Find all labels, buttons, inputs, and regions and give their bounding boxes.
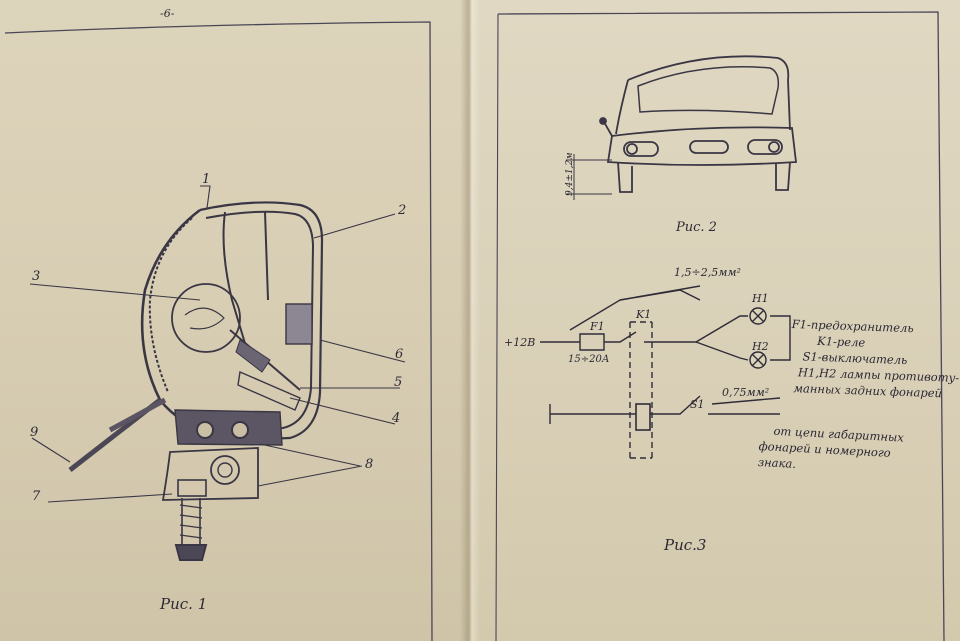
source-note: от цепи габаритных фонарей и номерного з… <box>757 422 905 477</box>
callout-2: 2 <box>397 203 406 218</box>
page-number: -6- <box>160 7 175 20</box>
fuse-label: F1 <box>589 320 605 333</box>
fuse-rating: 15÷20А <box>568 354 609 365</box>
fig2-car-drawing <box>599 55 798 193</box>
fig3-lamps <box>749 307 767 369</box>
fig2-dimension <box>566 154 612 200</box>
left-frame <box>4 21 433 641</box>
page-fold <box>460 0 480 641</box>
wire-small-label: 0,75мм² <box>722 386 769 399</box>
fig2-dimension-label: 9,4±1,2м <box>565 152 575 196</box>
callout-9: 9 <box>30 425 38 440</box>
lamp2-label: H2 <box>751 340 769 353</box>
wire-main-label: 1,5÷2,5мм² <box>674 266 741 279</box>
callout-6: 6 <box>395 347 403 362</box>
right-frame <box>497 11 945 641</box>
callout-4: 4 <box>391 411 400 426</box>
right-page <box>468 0 960 641</box>
fig1-caption: Рис. 1 <box>159 595 207 613</box>
fig1-leaders <box>29 185 406 503</box>
fig1-lamp-drawing <box>68 201 324 561</box>
switch-label: S1 <box>690 398 705 411</box>
callout-8: 8 <box>365 457 373 472</box>
left-page <box>0 0 468 641</box>
fig3-legend: F1-предохранитель K1-реле S1-выключатель… <box>789 316 960 402</box>
callout-5: 5 <box>394 375 402 390</box>
callout-3: 3 <box>32 269 40 284</box>
lamp1-label: H1 <box>751 292 769 305</box>
relay-label: K1 <box>635 308 651 321</box>
callout-1: 1 <box>202 172 210 187</box>
fig3-caption: Рис.3 <box>663 536 706 554</box>
fig3-labels: +12В F1 15÷20А K1 S1 H1 H2 1,5÷2,5мм² 0,… <box>504 266 769 411</box>
fig3-wiring <box>540 285 791 459</box>
right-frame-left <box>495 13 499 641</box>
callout-7: 7 <box>32 489 41 504</box>
fig2-caption: Рис. 2 <box>675 220 717 235</box>
fig1-callouts: 1 2 3 4 5 6 7 8 9 <box>30 172 406 504</box>
supply-label: +12В <box>504 336 535 349</box>
